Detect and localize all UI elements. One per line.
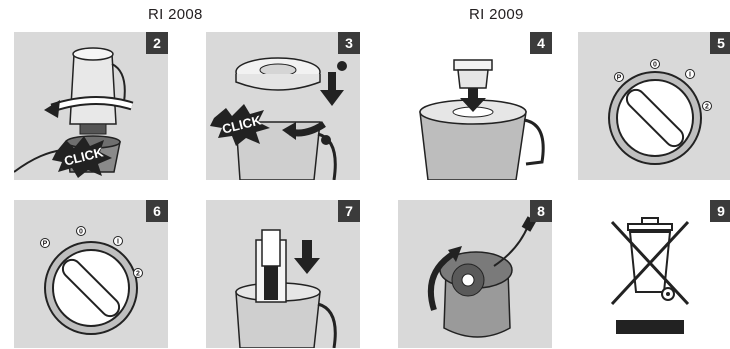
dial-label-p: P: [43, 241, 48, 248]
step-number-3: 3: [338, 32, 360, 54]
model-label-ri2009: RI 2009: [469, 6, 524, 23]
step-3-illustration: CLICK 3: [206, 32, 360, 180]
step-8-illustration: 8: [398, 200, 552, 348]
step-number-8: 8: [530, 200, 552, 222]
step-6-illustration: P 0 I 2 6: [14, 200, 168, 348]
model-label-ri2008: RI 2008: [148, 6, 203, 23]
control-dial-illustration: P 0 I 2: [14, 200, 168, 348]
dial-label-2: 2: [705, 104, 709, 111]
step-number-5: 5: [710, 32, 730, 54]
filler-cap-insert-illustration: [398, 32, 552, 180]
step-7-illustration: 7: [206, 200, 360, 348]
dial-label-0: 0: [653, 62, 657, 69]
crossed-out-bin-icon: [578, 200, 730, 348]
blender-assembly-illustration: CLICK: [14, 32, 168, 180]
step-number-9: 9: [710, 200, 730, 222]
step-2-illustration: CLICK 2: [14, 32, 168, 180]
step-number-2: 2: [146, 32, 168, 54]
control-dial-illustration: P 0 I 2: [578, 32, 730, 180]
lid-closing-illustration: CLICK: [206, 32, 360, 180]
step-number-7: 7: [338, 200, 360, 222]
dial-label-2: 2: [136, 271, 140, 278]
dial-label-0: 0: [79, 229, 83, 236]
step-number-4: 4: [530, 32, 552, 54]
dial-label-1: I: [689, 72, 691, 79]
step-4-illustration: 4: [398, 32, 552, 180]
pusher-insert-illustration: [206, 200, 360, 348]
dial-label-p: P: [617, 75, 622, 82]
dial-label-1: I: [117, 239, 119, 246]
step-5-illustration: P 0 I 2 5: [578, 32, 730, 180]
motor-unit-illustration: [398, 200, 552, 348]
step-9-illustration: 9: [578, 200, 730, 348]
step-number-6: 6: [146, 200, 168, 222]
